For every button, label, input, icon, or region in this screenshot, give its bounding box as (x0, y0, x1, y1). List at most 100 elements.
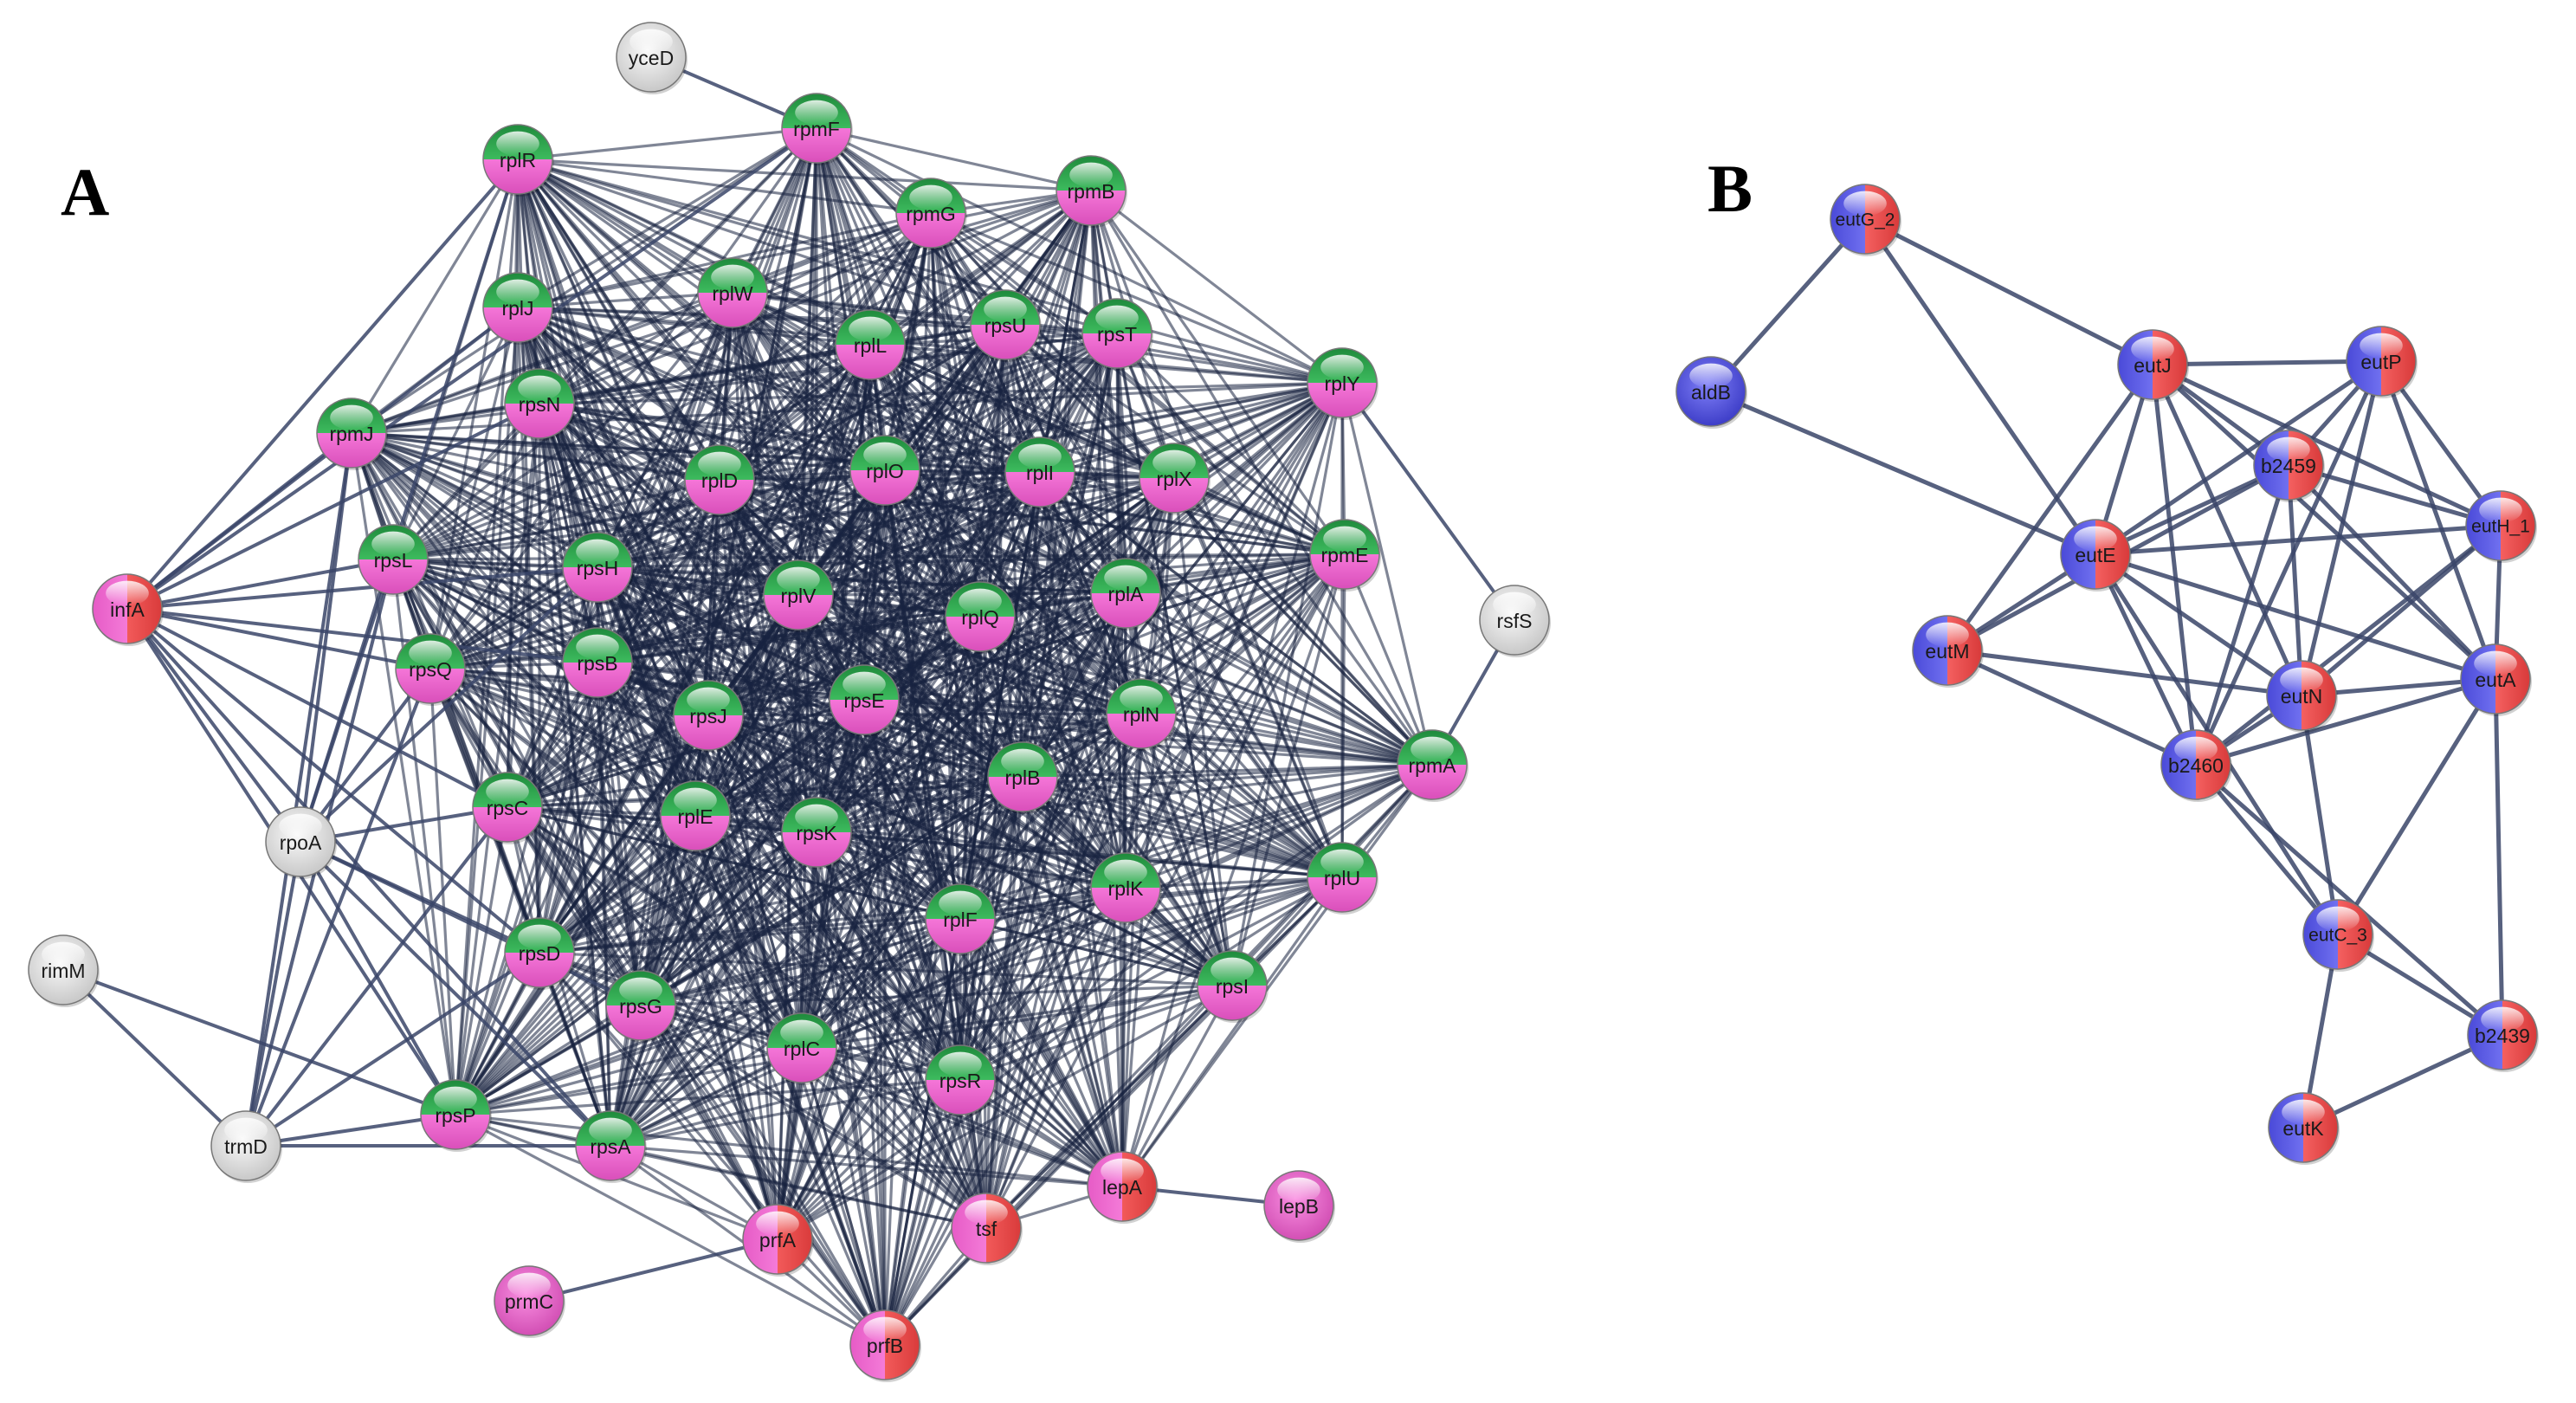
node-highlight (589, 1117, 632, 1143)
node-rpsC[interactable]: rpsC (472, 772, 544, 844)
edge-rpsQ-rpsK (429, 667, 818, 834)
node-rpmE[interactable]: rpmE (1309, 519, 1381, 592)
node-rpsA[interactable]: rpsA (575, 1110, 647, 1183)
node-rpsK[interactable]: rpsK (781, 797, 853, 870)
node-rsfS[interactable]: rsfS (1479, 585, 1551, 657)
node-highlight (330, 404, 373, 430)
node-label: b2460 (2168, 754, 2224, 777)
node-lepB[interactable]: lepB (1263, 1170, 1335, 1243)
node-rplI[interactable]: rplI (1004, 436, 1076, 509)
node-label: b2439 (2475, 1025, 2530, 1047)
node-yceD[interactable]: yceD (616, 22, 688, 94)
node-rimM[interactable]: rimM (28, 934, 100, 1007)
node-rplL[interactable]: rplL (835, 309, 907, 382)
node-rpsN[interactable]: rpsN (504, 368, 576, 441)
node-rpsH[interactable]: rpsH (562, 532, 634, 605)
edge-rplU-rpsR (959, 876, 1344, 1082)
node-eutG_2[interactable]: eutG_2 (1830, 184, 1901, 256)
edge-rpsE-rplN (862, 698, 1143, 715)
node-eutA[interactable]: eutA (2460, 643, 2532, 716)
node-rplO[interactable]: rplO (849, 435, 921, 508)
node-highlight (224, 1117, 268, 1143)
node-rplY[interactable]: rplY (1307, 347, 1378, 420)
node-b2460[interactable]: b2460 (2160, 729, 2232, 802)
node-rpsI[interactable]: rpsI (1197, 950, 1269, 1023)
node-rplU[interactable]: rplU (1307, 842, 1378, 915)
node-rplC[interactable]: rplC (766, 1012, 838, 1085)
edge-eutA-b2439 (2493, 676, 2505, 1038)
node-rplN[interactable]: rplN (1106, 678, 1178, 751)
node-rpsE[interactable]: rpsE (829, 664, 901, 737)
node-rplX[interactable]: rplX (1139, 443, 1211, 515)
node-rplK[interactable]: rplK (1090, 852, 1162, 925)
node-rpsB[interactable]: rpsB (562, 627, 634, 700)
node-prmC[interactable]: prmC (494, 1265, 565, 1338)
node-rpsD[interactable]: rpsD (504, 917, 576, 990)
node-rpmB[interactable]: rpmB (1056, 155, 1127, 228)
node-rplQ[interactable]: rplQ (945, 581, 1017, 654)
node-eutP[interactable]: eutP (2346, 326, 2418, 398)
edge-rplE-rpsR (694, 814, 962, 1082)
node-eutK[interactable]: eutK (2268, 1092, 2340, 1165)
node-eutN[interactable]: eutN (2266, 660, 2338, 733)
edge-eutJ-eutH_1 (2150, 362, 2503, 528)
node-eutH_1[interactable]: eutH_1 (2465, 490, 2537, 563)
node-rplB[interactable]: rplB (987, 741, 1059, 814)
node-highlight (518, 924, 561, 950)
node-label: rplE (678, 805, 713, 828)
node-rpsL[interactable]: rpsL (358, 524, 429, 597)
edge-eutP-eutA (2379, 359, 2498, 682)
node-lepA[interactable]: lepA (1087, 1151, 1159, 1224)
node-rplA[interactable]: rplA (1090, 558, 1162, 630)
edge-rpmF-rplJ (516, 126, 818, 309)
node-prfB[interactable]: prfB (849, 1309, 921, 1382)
node-rpmJ[interactable]: rpmJ (316, 398, 388, 470)
node-rplW[interactable]: rplW (697, 257, 769, 330)
node-eutE[interactable]: eutE (2060, 519, 2132, 592)
node-highlight (843, 671, 886, 697)
node-highlight (496, 279, 539, 305)
edge-infA-rpsL (126, 558, 395, 611)
node-rpsR[interactable]: rpsR (925, 1044, 997, 1117)
node-highlight (2282, 1099, 2325, 1125)
node-rplR[interactable]: rplR (482, 124, 554, 197)
node-rpsP[interactable]: rpsP (420, 1079, 492, 1152)
node-rpmF[interactable]: rpmF (781, 93, 853, 165)
node-eutJ[interactable]: eutJ (2117, 329, 2189, 402)
node-b2439[interactable]: b2439 (2467, 999, 2539, 1072)
node-label: rplI (1026, 462, 1054, 484)
node-rplE[interactable]: rplE (660, 780, 732, 853)
node-highlight (777, 566, 820, 592)
node-aldB[interactable]: aldB (1675, 356, 1747, 429)
node-eutC_3[interactable]: eutC_3 (2302, 899, 2374, 972)
node-rpsT[interactable]: rpsT (1081, 298, 1153, 371)
node-label: rpsQ (409, 658, 452, 681)
node-label: lepA (1102, 1176, 1143, 1199)
edge-rplR-rplY (516, 158, 1344, 385)
node-rpmA[interactable]: rpmA (1397, 729, 1469, 802)
node-highlight (629, 29, 673, 55)
node-rplD[interactable]: rplD (684, 444, 756, 517)
edge-rpsB-rpsD (538, 661, 599, 954)
node-rpoA[interactable]: rpoA (265, 806, 337, 879)
edge-rplI-rplV (797, 470, 1042, 597)
node-eutM[interactable]: eutM (1912, 615, 1984, 688)
node-trmD[interactable]: trmD (210, 1110, 282, 1183)
node-prfA[interactable]: prfA (742, 1204, 814, 1277)
node-highlight (711, 264, 754, 290)
node-b2459[interactable]: b2459 (2253, 430, 2325, 502)
edge-rplO-rpmE (883, 469, 1346, 556)
node-rplV[interactable]: rplV (763, 559, 835, 632)
node-infA[interactable]: infA (92, 573, 164, 646)
node-rplF[interactable]: rplF (925, 883, 997, 956)
node-rpsJ[interactable]: rpsJ (673, 680, 745, 753)
node-tsf[interactable]: tsf (951, 1193, 1023, 1265)
node-highlight (1101, 1158, 1144, 1184)
node-rpsG[interactable]: rpsG (605, 970, 677, 1043)
edge-infA-rpsH (126, 566, 599, 611)
node-rpsU[interactable]: rpsU (970, 289, 1042, 362)
node-rpmG[interactable]: rpmG (895, 178, 967, 250)
edge-rplD-rplU (718, 478, 1344, 879)
node-rpsQ[interactable]: rpsQ (395, 633, 467, 706)
node-rplJ[interactable]: rplJ (482, 272, 554, 345)
